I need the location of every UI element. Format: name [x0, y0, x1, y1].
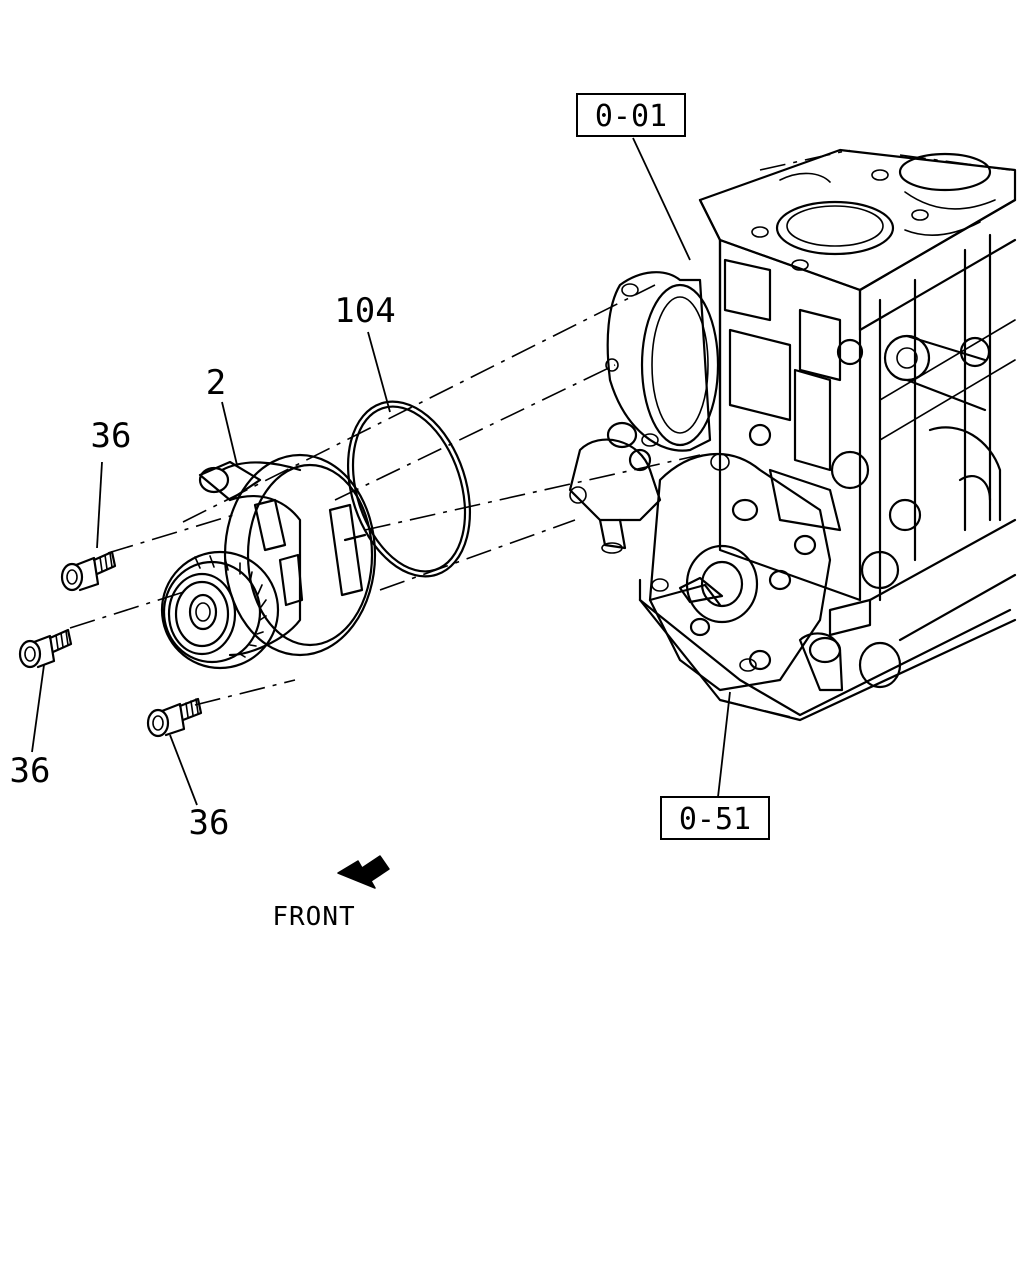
- bolt-top: [60, 550, 117, 592]
- reference-box-cover: 0-51: [660, 796, 770, 840]
- callout-water-pump: 2: [206, 363, 226, 403]
- bolt-middle: [18, 628, 73, 669]
- front-label: FRONT: [272, 902, 355, 932]
- front-arrow-icon: [337, 855, 390, 889]
- ref-label-block: 0-01: [595, 99, 667, 134]
- gasket-o-ring: [346, 400, 472, 578]
- bolt-bottom: [146, 697, 203, 738]
- assembly-center-lines: [69, 284, 701, 706]
- callout-bolt-bottom: 36: [189, 803, 230, 843]
- ref-label-cover: 0-51: [679, 802, 751, 837]
- callout-bolt-middle: 36: [10, 751, 51, 791]
- engine-block: [568, 148, 1017, 722]
- reference-box-block: 0-01: [576, 93, 686, 137]
- callout-gasket: 104: [334, 291, 395, 331]
- leader-lines: [31, 137, 731, 806]
- water-pump: [160, 453, 377, 670]
- callout-bolt-top: 36: [91, 416, 132, 456]
